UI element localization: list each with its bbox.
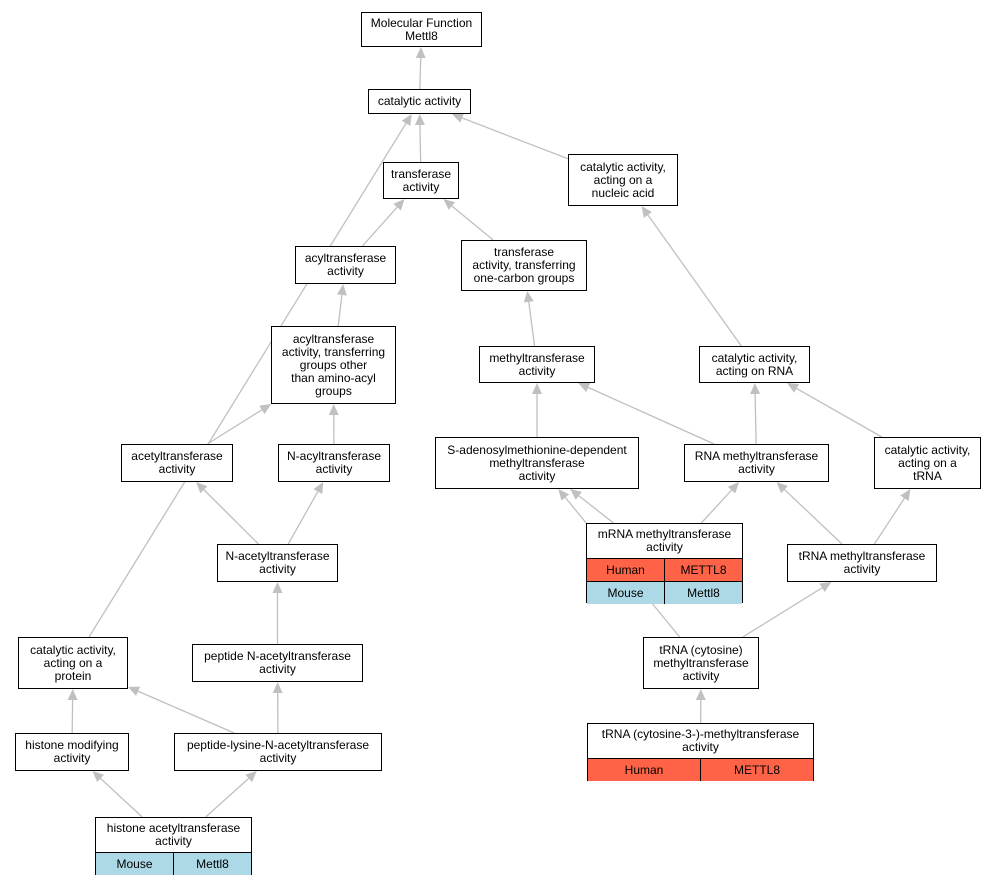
edge-rnamt-to-onrna: [754, 393, 757, 445]
arrowhead-onecarbon-to-transferase: [443, 199, 456, 210]
node-sam-methyltransferase[interactable]: S-adenosylmethionine-dependent methyltra…: [435, 437, 639, 489]
edge-onecarbon-to-transferase: [451, 205, 494, 241]
node-n-acetyltransferase-activity[interactable]: N-acetyltransferase activity: [217, 544, 338, 582]
species-cell: Human: [587, 559, 664, 581]
edge-lysine-to-protein: [137, 690, 235, 734]
arrowhead-nacetyl-to-acetyltransferase: [196, 482, 208, 494]
gene-cell: Mettl8: [664, 582, 742, 604]
arrowhead-transferase-to-catalytic: [414, 114, 425, 126]
edge-trnamt-to-rnamt: [784, 489, 843, 545]
edge-onrna-to-nucleic: [647, 214, 742, 347]
edge-trna_cat-to-onrna: [796, 387, 883, 438]
arrowhead-lysine-to-peptide: [272, 682, 283, 694]
edge-acyltransferase-to-transferase: [361, 206, 398, 247]
arrowhead-hat-to-lysine: [245, 771, 257, 783]
gene-cell: METTL8: [700, 759, 813, 781]
arrowhead-cyt3-to-cytosine: [695, 689, 706, 701]
arrowhead-hat-to-histmod: [92, 771, 104, 783]
edge-catalytic-to-root: [419, 57, 422, 90]
edge-protein-to-catalytic: [88, 123, 407, 638]
node-catalytic-acting-protein[interactable]: catalytic activity, acting on a protein: [18, 637, 128, 689]
arrowhead-acyltransferase-to-transferase: [393, 199, 405, 211]
node-trna-cytosine-3-methyltransferase[interactable]: tRNA (cytosine-3-)-methyltransferase act…: [587, 723, 814, 781]
edge-rnamt-to-methyltransferase: [587, 386, 715, 445]
edge-nucleic-to-catalytic: [461, 117, 569, 160]
node-peptide-n-acetyltransferase[interactable]: peptide N-acetyltransferase activity: [192, 644, 363, 682]
arrowhead-onrna-to-nucleic: [641, 206, 652, 218]
arrowhead-rnamt-to-methyltransferase: [578, 382, 591, 393]
arrowhead-lysine-to-protein: [128, 686, 141, 696]
edge-mrna-to-sam: [578, 495, 614, 524]
arrowhead-nacyl-to-acylother: [328, 404, 339, 416]
node-catalytic-acting-nucleic-acid[interactable]: catalytic activity, acting on a nucleic …: [568, 154, 678, 206]
node-acyltransferase-other-groups[interactable]: acyltransferase activity, transferring g…: [271, 326, 396, 404]
arrowhead-cytosine-to-sam: [558, 489, 570, 501]
arrowhead-rnamt-to-onrna: [750, 383, 761, 395]
gene-cell: METTL8: [664, 559, 742, 581]
node-transferase-activity[interactable]: transferase activity: [383, 162, 459, 199]
node-label: histone acetyltransferase activity: [106, 821, 241, 848]
node-trna-cytosine-methyltransferase[interactable]: tRNA (cytosine) methyltransferase activi…: [643, 637, 759, 689]
arrowhead-protein-to-catalytic: [401, 114, 412, 126]
node-n-acyltransferase-activity[interactable]: N-acyltransferase activity: [278, 444, 390, 482]
node-label: mRNA methyltransferase activity: [597, 527, 732, 554]
gene-row: Mouse Mettl8: [96, 852, 251, 875]
node-rna-methyltransferase[interactable]: RNA methyltransferase activity: [684, 444, 829, 482]
node-peptide-lysine-n-acetyltransferase[interactable]: peptide-lysine-N-acetyltransferase activ…: [174, 733, 382, 771]
edge-transferase-to-catalytic: [419, 124, 422, 163]
arrowhead-methyltransferase-to-onecarbon: [523, 291, 534, 303]
edge-trnamt-to-trna_cat: [873, 497, 905, 545]
arrowhead-histmod-to-protein: [67, 689, 78, 701]
node-histone-acetyltransferase[interactable]: histone acetyltransferase activity Mouse…: [95, 817, 252, 875]
arrowhead-trna_cat-to-onrna: [786, 383, 800, 393]
edge-nacetyl-to-acetyltransferase: [203, 489, 259, 545]
arrowhead-mrna-to-sam: [570, 489, 582, 500]
edge-mrna-to-rnamt: [700, 489, 733, 524]
node-trna-methyltransferase[interactable]: tRNA methyltransferase activity: [787, 544, 937, 582]
arrowhead-sam-to-methyltransferase: [532, 383, 542, 394]
arrowhead-trnamt-to-rnamt: [776, 482, 788, 494]
edge-acylother-to-acyltransferase: [337, 294, 343, 327]
node-acyltransferase-activity[interactable]: acyltransferase activity: [295, 246, 396, 284]
arrowhead-peptide-to-nacetyl: [272, 582, 283, 593]
node-transferase-one-carbon[interactable]: transferase activity, transferring one-c…: [461, 240, 587, 291]
node-mrna-methyltransferase[interactable]: mRNA methyltransferase activity Human ME…: [586, 523, 743, 604]
edge-hat-to-lysine: [205, 777, 250, 818]
arrowhead-mrna-to-rnamt: [727, 482, 740, 494]
edge-cytosine-to-trnamt: [742, 587, 823, 638]
arrowhead-nacetyl-to-nacyl: [313, 482, 324, 495]
arrowhead-acylother-to-acyltransferase: [336, 284, 347, 296]
species-cell: Human: [588, 759, 700, 781]
species-cell: Mouse: [587, 582, 664, 604]
arrowhead-trnamt-to-trna_cat: [900, 489, 911, 501]
edge-hat-to-histmod: [100, 777, 143, 818]
arrowhead-acetyltransferase-to-acylother: [259, 404, 272, 415]
gene-row: Human METTL8: [587, 558, 742, 581]
arrowhead-cytosine-to-trnamt: [819, 582, 832, 593]
node-acetyltransferase-activity[interactable]: acetyltransferase activity: [121, 444, 233, 482]
node-histone-modifying-activity[interactable]: histone modifying activity: [15, 733, 129, 771]
gene-row: Mouse Mettl8: [587, 581, 742, 604]
edge-methyltransferase-to-onecarbon: [528, 301, 536, 347]
edge-nacetyl-to-nacyl: [287, 491, 319, 545]
node-label: tRNA (cytosine-3-)-methyltransferase act…: [601, 727, 800, 754]
node-molecular-function[interactable]: Molecular Function Mettl8: [361, 12, 482, 47]
gene-cell: Mettl8: [173, 853, 251, 875]
edge-acetyltransferase-to-acylother: [206, 409, 263, 445]
node-catalytic-activity[interactable]: catalytic activity: [368, 89, 471, 114]
node-methyltransferase-activity[interactable]: methyltransferase activity: [479, 346, 595, 383]
arrowhead-catalytic-to-root: [415, 47, 426, 59]
arrowhead-nucleic-to-catalytic: [451, 113, 464, 123]
node-catalytic-acting-rna[interactable]: catalytic activity, acting on RNA: [699, 346, 810, 383]
species-cell: Mouse: [96, 853, 173, 875]
node-catalytic-acting-trna[interactable]: catalytic activity, acting on a tRNA: [874, 437, 981, 489]
gene-row: Human METTL8: [588, 758, 813, 781]
